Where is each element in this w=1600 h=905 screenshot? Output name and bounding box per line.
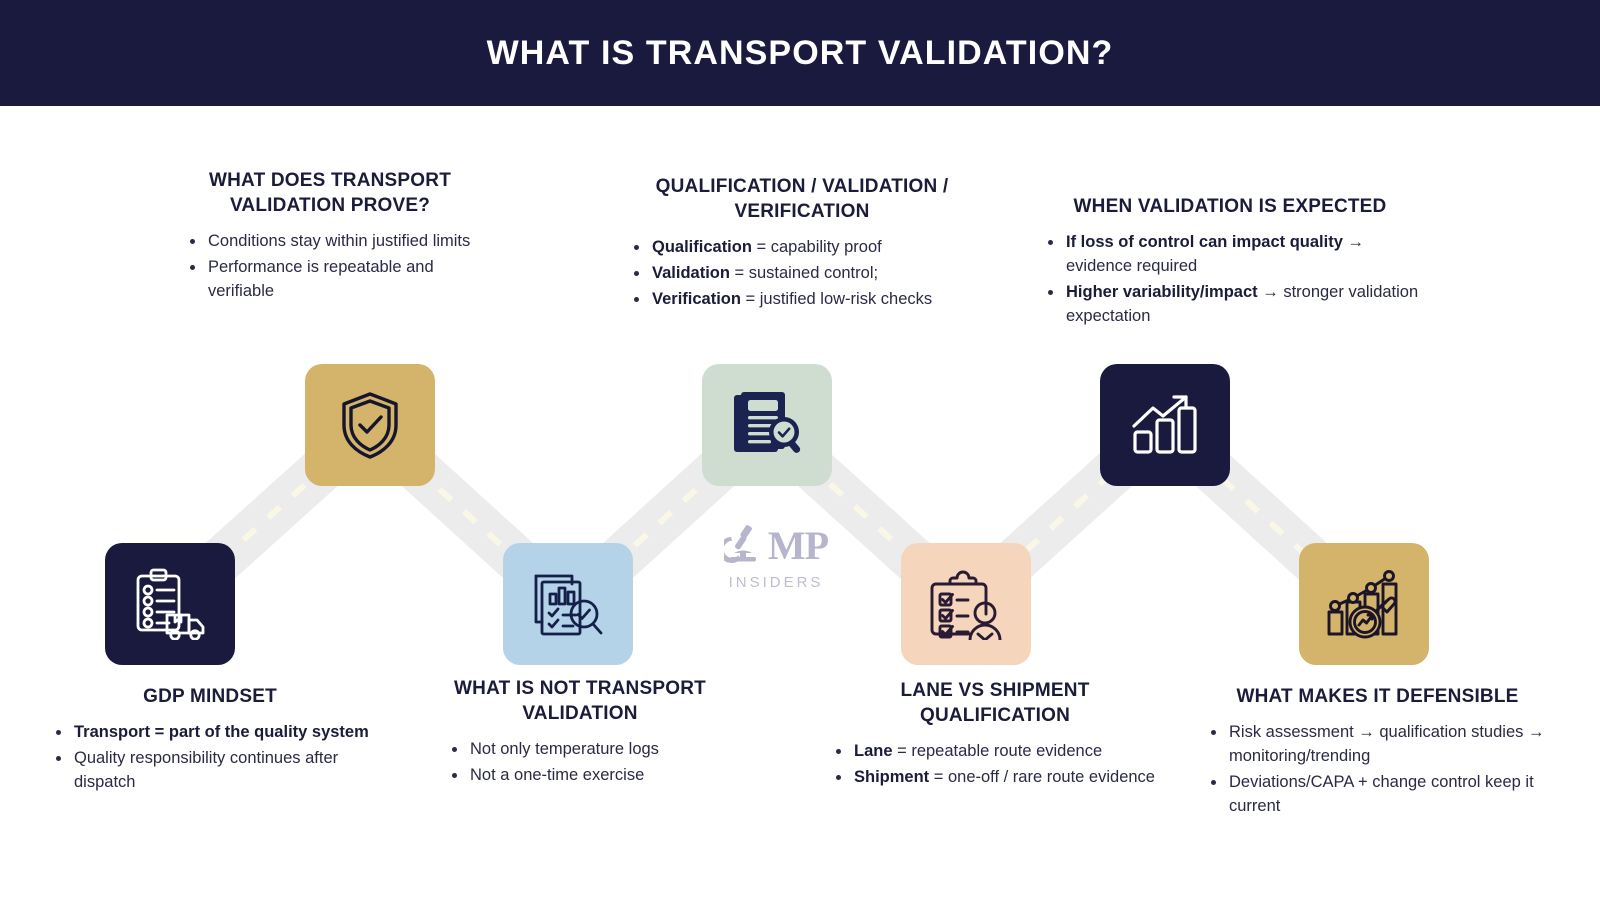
block-bullets: Risk assessment → qualification studies …	[1195, 721, 1560, 819]
bullet-text: Performance is repeatable and verifiable	[208, 258, 434, 300]
list-item: Verification = justified low-risk checks	[650, 288, 992, 312]
tile-analytics-magnifier	[1299, 543, 1429, 665]
tile-report-analysis	[503, 543, 633, 665]
infographic-stage: MP INSIDERS	[0, 106, 1600, 900]
bullet-text: Quality responsibility continues after d…	[74, 749, 339, 791]
block-bullets: Lane = repeatable route evidence Shipmen…	[830, 740, 1160, 790]
bullet-lead: Transport = part of the quality system	[74, 723, 369, 742]
bullet-lead: Lane	[854, 742, 893, 761]
tile-document-magnifier	[702, 364, 832, 486]
block-bullets: Not only temperature logs Not a one-time…	[420, 738, 740, 788]
bullet-text: Deviations/CAPA + change control keep it…	[1229, 772, 1534, 815]
bullet-lead: Validation	[652, 264, 730, 283]
list-item: Deviations/CAPA + change control keep it…	[1227, 771, 1560, 819]
text-blocks: WHAT DOES TRANSPORT VALIDATION PROVE? Co…	[0, 106, 1600, 900]
block-what-makes-defensible: WHAT MAKES IT DEFENSIBLE Risk assessment…	[1195, 684, 1560, 821]
bullet-text: → evidence required	[1066, 233, 1364, 275]
report-analysis-icon	[530, 568, 606, 640]
bullet-lead: If loss of control can impact quality	[1066, 233, 1343, 252]
bullet-lead: Verification	[652, 290, 741, 308]
list-item: If loss of control can impact quality → …	[1064, 231, 1420, 279]
list-item: Validation = sustained control;	[650, 262, 992, 286]
icon-tiles	[0, 106, 1600, 900]
document-magnifier-icon	[731, 390, 803, 460]
list-item: Shipment = one-off / rare route evidence	[852, 766, 1160, 790]
bullet-text: = repeatable route evidence	[892, 742, 1103, 761]
clipboard-truck-icon	[133, 568, 207, 640]
block-title: WHAT IS NOT TRANSPORT VALIDATION	[454, 678, 706, 725]
block-what-does-prove: WHAT DOES TRANSPORT VALIDATION PROVE? Co…	[180, 168, 480, 306]
list-item: Quality responsibility continues after d…	[72, 747, 380, 795]
list-item: Risk assessment → qualification studies …	[1227, 721, 1560, 769]
list-item: Lane = repeatable route evidence	[852, 740, 1160, 764]
block-bullets: Qualification = capability proof Validat…	[612, 236, 992, 312]
bullet-text: → stronger validation expectation	[1066, 282, 1419, 325]
block-when-validation-expected: WHEN VALIDATION IS EXPECTED If loss of c…	[1040, 194, 1420, 331]
checklist-person-icon	[928, 568, 1004, 640]
bullet-text: = one-off / rare route evidence	[929, 768, 1155, 787]
block-what-is-not: WHAT IS NOT TRANSPORT VALIDATION Not onl…	[420, 676, 740, 790]
block-title: WHEN VALIDATION IS EXPECTED	[1073, 196, 1387, 217]
list-item: Higher variability/impact → stronger val…	[1064, 281, 1420, 329]
analytics-magnifier-icon	[1325, 568, 1403, 640]
bullet-text: = capability proof	[751, 238, 882, 257]
shield-check-icon	[337, 390, 403, 460]
block-title: WHAT MAKES IT DEFENSIBLE	[1236, 686, 1519, 707]
block-lane-vs-shipment: LANE VS SHIPMENT QUALIFICATION Lane = re…	[830, 678, 1160, 792]
list-item: Performance is repeatable and verifiable	[206, 256, 480, 304]
tile-checklist-person	[901, 543, 1031, 665]
list-item: Conditions stay within justified limits	[206, 230, 480, 254]
bullet-text: = justified low-risk checks	[740, 290, 933, 308]
bullet-text: Not a one-time exercise	[470, 766, 645, 785]
page-header: WHAT IS TRANSPORT VALIDATION?	[0, 0, 1600, 106]
watermark-brand: MP	[767, 522, 829, 568]
watermark-subtitle: INSIDERS	[728, 574, 824, 591]
bullet-lead: Higher variability/impact	[1066, 282, 1258, 301]
block-title: GDP MINDSET	[143, 686, 277, 707]
page-title: WHAT IS TRANSPORT VALIDATION?	[486, 33, 1114, 72]
bullet-text: Conditions stay within justified limits	[208, 232, 471, 251]
block-title: LANE VS SHIPMENT QUALIFICATION	[900, 680, 1090, 727]
bullet-text: = sustained control;	[729, 264, 879, 283]
block-bullets: Transport = part of the quality system Q…	[40, 721, 380, 795]
tile-clipboard-truck	[105, 543, 235, 665]
block-title: QUALIFICATION / VALIDATION / VERIFICATIO…	[655, 176, 949, 223]
bullet-text: Not only temperature logs	[470, 740, 659, 759]
block-bullets: Conditions stay within justified limits …	[180, 230, 480, 304]
list-item: Qualification = capability proof	[650, 236, 992, 260]
block-title: WHAT DOES TRANSPORT VALIDATION PROVE?	[209, 170, 451, 217]
microscope-icon	[718, 521, 768, 570]
block-bullets: If loss of control can impact quality → …	[1040, 231, 1420, 329]
brand-watermark: MP INSIDERS	[716, 521, 836, 591]
list-item: Not only temperature logs	[468, 738, 740, 762]
tile-shield-check	[305, 364, 435, 486]
bullet-text: Risk assessment → qualification studies …	[1229, 723, 1545, 765]
list-item: Transport = part of the quality system	[72, 721, 380, 745]
growth-chart-icon	[1129, 394, 1201, 456]
watermark-layer: MP INSIDERS	[0, 106, 1600, 900]
list-item: Not a one-time exercise	[468, 764, 740, 788]
bullet-lead: Qualification	[652, 238, 752, 257]
bullet-lead: Shipment	[854, 768, 930, 787]
block-gdp-mindset: GDP MINDSET Transport = part of the qual…	[40, 684, 380, 797]
block-qualification-validation-verification: QUALIFICATION / VALIDATION / VERIFICATIO…	[612, 174, 992, 314]
tile-growth-chart	[1100, 364, 1230, 486]
